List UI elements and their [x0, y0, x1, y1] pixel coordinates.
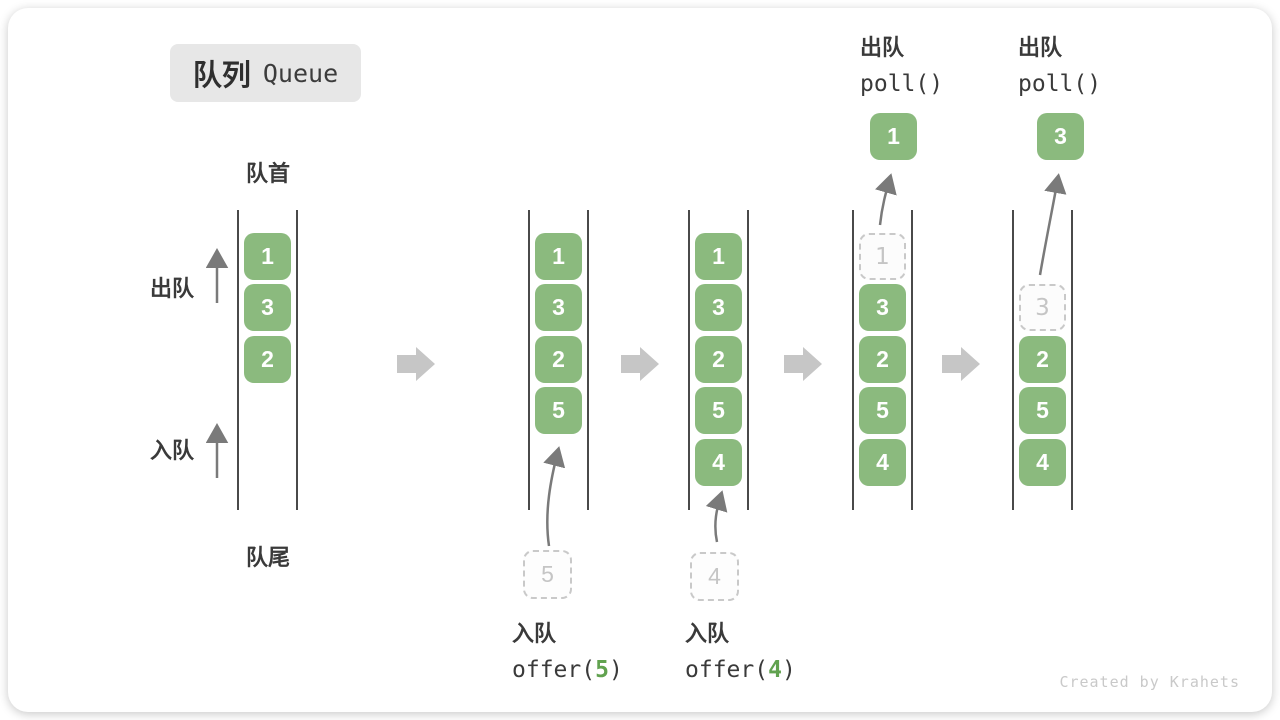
- offer-arg: 5: [595, 657, 609, 683]
- dequeue-caption-3: 出队 poll(): [1018, 30, 1101, 97]
- title-badge: 队列 Queue: [170, 44, 361, 102]
- title-en: Queue: [262, 58, 339, 88]
- queue-slot: 3: [535, 284, 582, 331]
- enqueue-caption-4: 入队 offer(4): [685, 616, 796, 683]
- queue-slot-dashed: 1: [859, 233, 906, 280]
- label-dequeue-side: 出队: [150, 276, 195, 301]
- queue-slot: 1: [535, 233, 582, 280]
- poll-code: poll(): [860, 71, 944, 97]
- enqueue-caption-5: 入队 offer(5): [512, 616, 623, 683]
- queue-slot: 2: [535, 336, 582, 383]
- poll-code: poll(): [1018, 71, 1102, 97]
- queue-slot: 1: [695, 233, 742, 280]
- dequeue-result-box-1: 1: [870, 113, 917, 160]
- queue-slot: 2: [244, 336, 291, 383]
- queue-slot: 5: [1019, 387, 1066, 434]
- title-zh: 队列: [192, 60, 251, 92]
- offer-code: offer(4): [685, 657, 796, 683]
- label-queue-rear: 队尾: [245, 545, 290, 570]
- credit-text: Created by Krahets: [1059, 673, 1240, 691]
- queue-slot: 1: [244, 233, 291, 280]
- enqueue-label: 入队: [685, 621, 730, 646]
- enqueue-source-box-5: 5: [523, 550, 572, 599]
- queue-slot: 5: [535, 387, 582, 434]
- dequeue-result-box-3: 3: [1037, 113, 1084, 160]
- queue-slot: 4: [859, 439, 906, 486]
- queue-slot: 3: [244, 284, 291, 331]
- dequeue-label: 出队: [860, 35, 905, 60]
- diagram-card: [8, 8, 1272, 712]
- dequeue-label: 出队: [1018, 35, 1063, 60]
- queue-slot-dashed: 3: [1019, 284, 1066, 331]
- enqueue-source-box-4: 4: [690, 552, 739, 601]
- queue-slot: 2: [859, 336, 906, 383]
- dequeue-caption-1: 出队 poll(): [860, 30, 943, 97]
- offer-code: offer(5): [512, 657, 623, 683]
- queue-slot: 5: [695, 387, 742, 434]
- queue-slot: 4: [1019, 439, 1066, 486]
- enqueue-label: 入队: [512, 621, 557, 646]
- queue-slot: 2: [1019, 336, 1066, 383]
- queue-slot: 4: [695, 439, 742, 486]
- queue-slot: 3: [695, 284, 742, 331]
- label-queue-front: 队首: [245, 161, 290, 186]
- queue-slot: 3: [859, 284, 906, 331]
- offer-arg: 4: [768, 657, 782, 683]
- queue-slot: 2: [695, 336, 742, 383]
- label-enqueue-side: 入队: [150, 438, 195, 463]
- queue-slot: 5: [859, 387, 906, 434]
